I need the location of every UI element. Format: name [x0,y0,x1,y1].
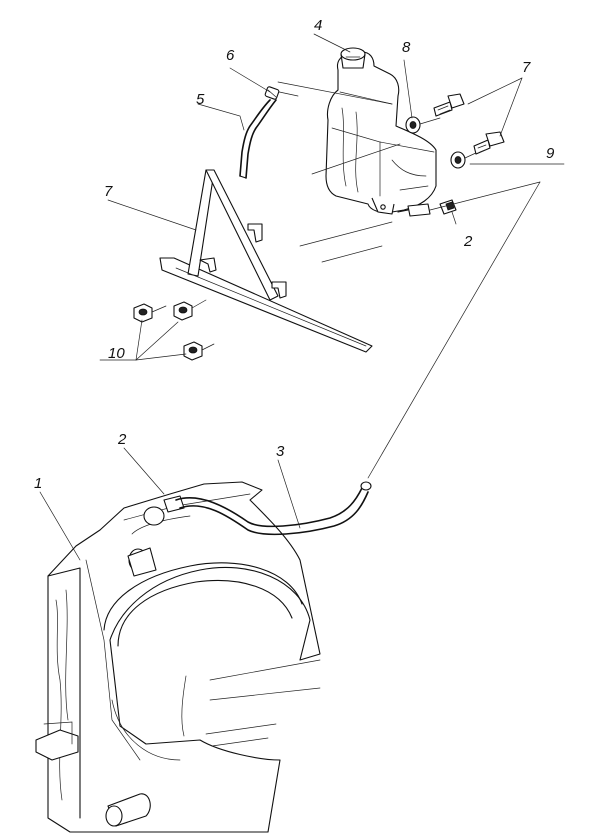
callout-6: 6 [226,47,235,64]
bolt-upper [433,93,465,117]
callout-10: 10 [108,345,125,362]
mounting-bracket [159,169,373,353]
bolt-lower [473,131,505,155]
callout-4: 4 [314,17,322,34]
expansion-tank [325,47,437,217]
callout-2-upper: 2 [463,233,473,250]
callout-9b: 9 [546,145,555,162]
washer-lower [450,151,466,169]
callout-7-label: 7 [104,183,113,200]
hose-clamp-small [264,86,280,100]
callout-8: 7 [522,59,531,76]
hose-clamp-upper [439,199,457,215]
radiator-shroud [35,481,321,833]
connector-line-hose-tank [277,81,393,105]
nut-3 [183,341,203,361]
connector-line-pipe [367,181,541,479]
callout-1: 1 [34,475,42,492]
leader-lines [39,33,565,561]
washer-upper [405,116,421,134]
small-hose [239,99,277,179]
nut-2 [173,301,193,321]
callout-2-lower: 2 [117,431,127,448]
callout-5: 5 [196,91,205,108]
overflow-pipe [175,481,372,536]
callout-3: 3 [276,443,285,460]
callout-9a: 8 [402,39,411,56]
nut-1 [133,303,153,323]
